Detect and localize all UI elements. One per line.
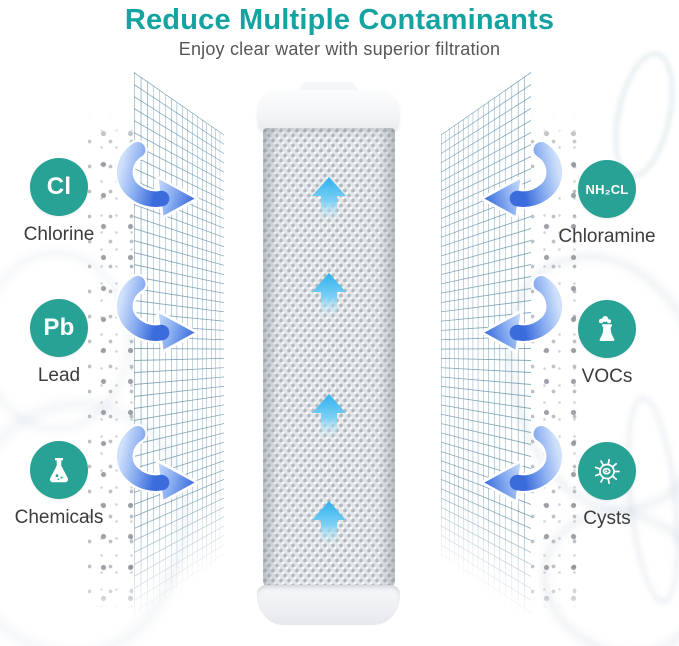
chlorine-badge: Cl <box>30 158 88 216</box>
contaminant-item-vocs: VOCs <box>545 300 669 388</box>
chlorine-symbol: Cl <box>46 173 72 200</box>
flow-arrow-icon <box>110 140 202 224</box>
contaminant-label: Lead <box>37 365 81 386</box>
up-arrow-icon <box>312 273 346 317</box>
water-splash <box>603 45 679 185</box>
up-arrow-icon <box>312 177 346 221</box>
flow-arrow-icon <box>110 274 202 358</box>
flow-arrow-icon <box>477 424 569 508</box>
contaminant-label: Chlorine <box>23 224 95 245</box>
chemicals-badge <box>30 441 88 499</box>
contaminant-item-lead: Pb Lead <box>0 299 121 387</box>
chloramine-badge: NH₂CL <box>578 160 636 218</box>
filter-top-cap <box>258 90 399 132</box>
contaminant-label: Chemicals <box>14 507 104 528</box>
filter-body <box>263 128 395 590</box>
water-splash <box>617 392 679 608</box>
water-splash <box>514 478 679 646</box>
contaminant-item-chemicals: Chemicals <box>0 441 121 529</box>
flask-icon <box>49 458 69 483</box>
page-title: Reduce Multiple Contaminants <box>124 4 555 36</box>
contaminant-item-chlorine: Cl Chlorine <box>0 158 121 246</box>
cysts-badge <box>578 442 636 500</box>
contaminant-item-cysts: Cysts <box>545 442 669 530</box>
filtration-mesh-left <box>134 72 224 630</box>
up-arrow-icon <box>312 394 346 438</box>
filter-cap-ring <box>300 82 357 98</box>
vocs-badge <box>578 300 636 358</box>
particle-dots-right <box>531 115 583 615</box>
filtration-mesh-right <box>441 72 531 630</box>
particle-dots-left <box>88 115 140 615</box>
filter-bottom-cap <box>257 585 400 625</box>
page-subtitle: Enjoy clear water with superior filtrati… <box>178 39 501 59</box>
contaminant-label: VOCs <box>581 366 633 387</box>
flow-arrow-icon <box>477 140 569 224</box>
contaminant-item-chloramine: NH₂CL Chloramine <box>545 160 669 248</box>
up-arrow-icon <box>312 501 346 545</box>
lead-symbol: Pb <box>43 314 75 341</box>
water-splash <box>0 250 132 432</box>
water-splash <box>481 229 679 535</box>
water-splash <box>0 369 223 646</box>
flow-arrow-icon <box>477 274 569 358</box>
microbe-icon <box>594 458 620 485</box>
flow-arrow-icon <box>110 424 202 508</box>
contaminant-label: Cysts <box>583 508 631 529</box>
cooling-tower-icon <box>598 316 615 341</box>
lead-badge: Pb <box>30 299 88 357</box>
chloramine-symbol: NH₂CL <box>585 181 629 197</box>
contaminant-label: Chloramine <box>558 226 656 247</box>
